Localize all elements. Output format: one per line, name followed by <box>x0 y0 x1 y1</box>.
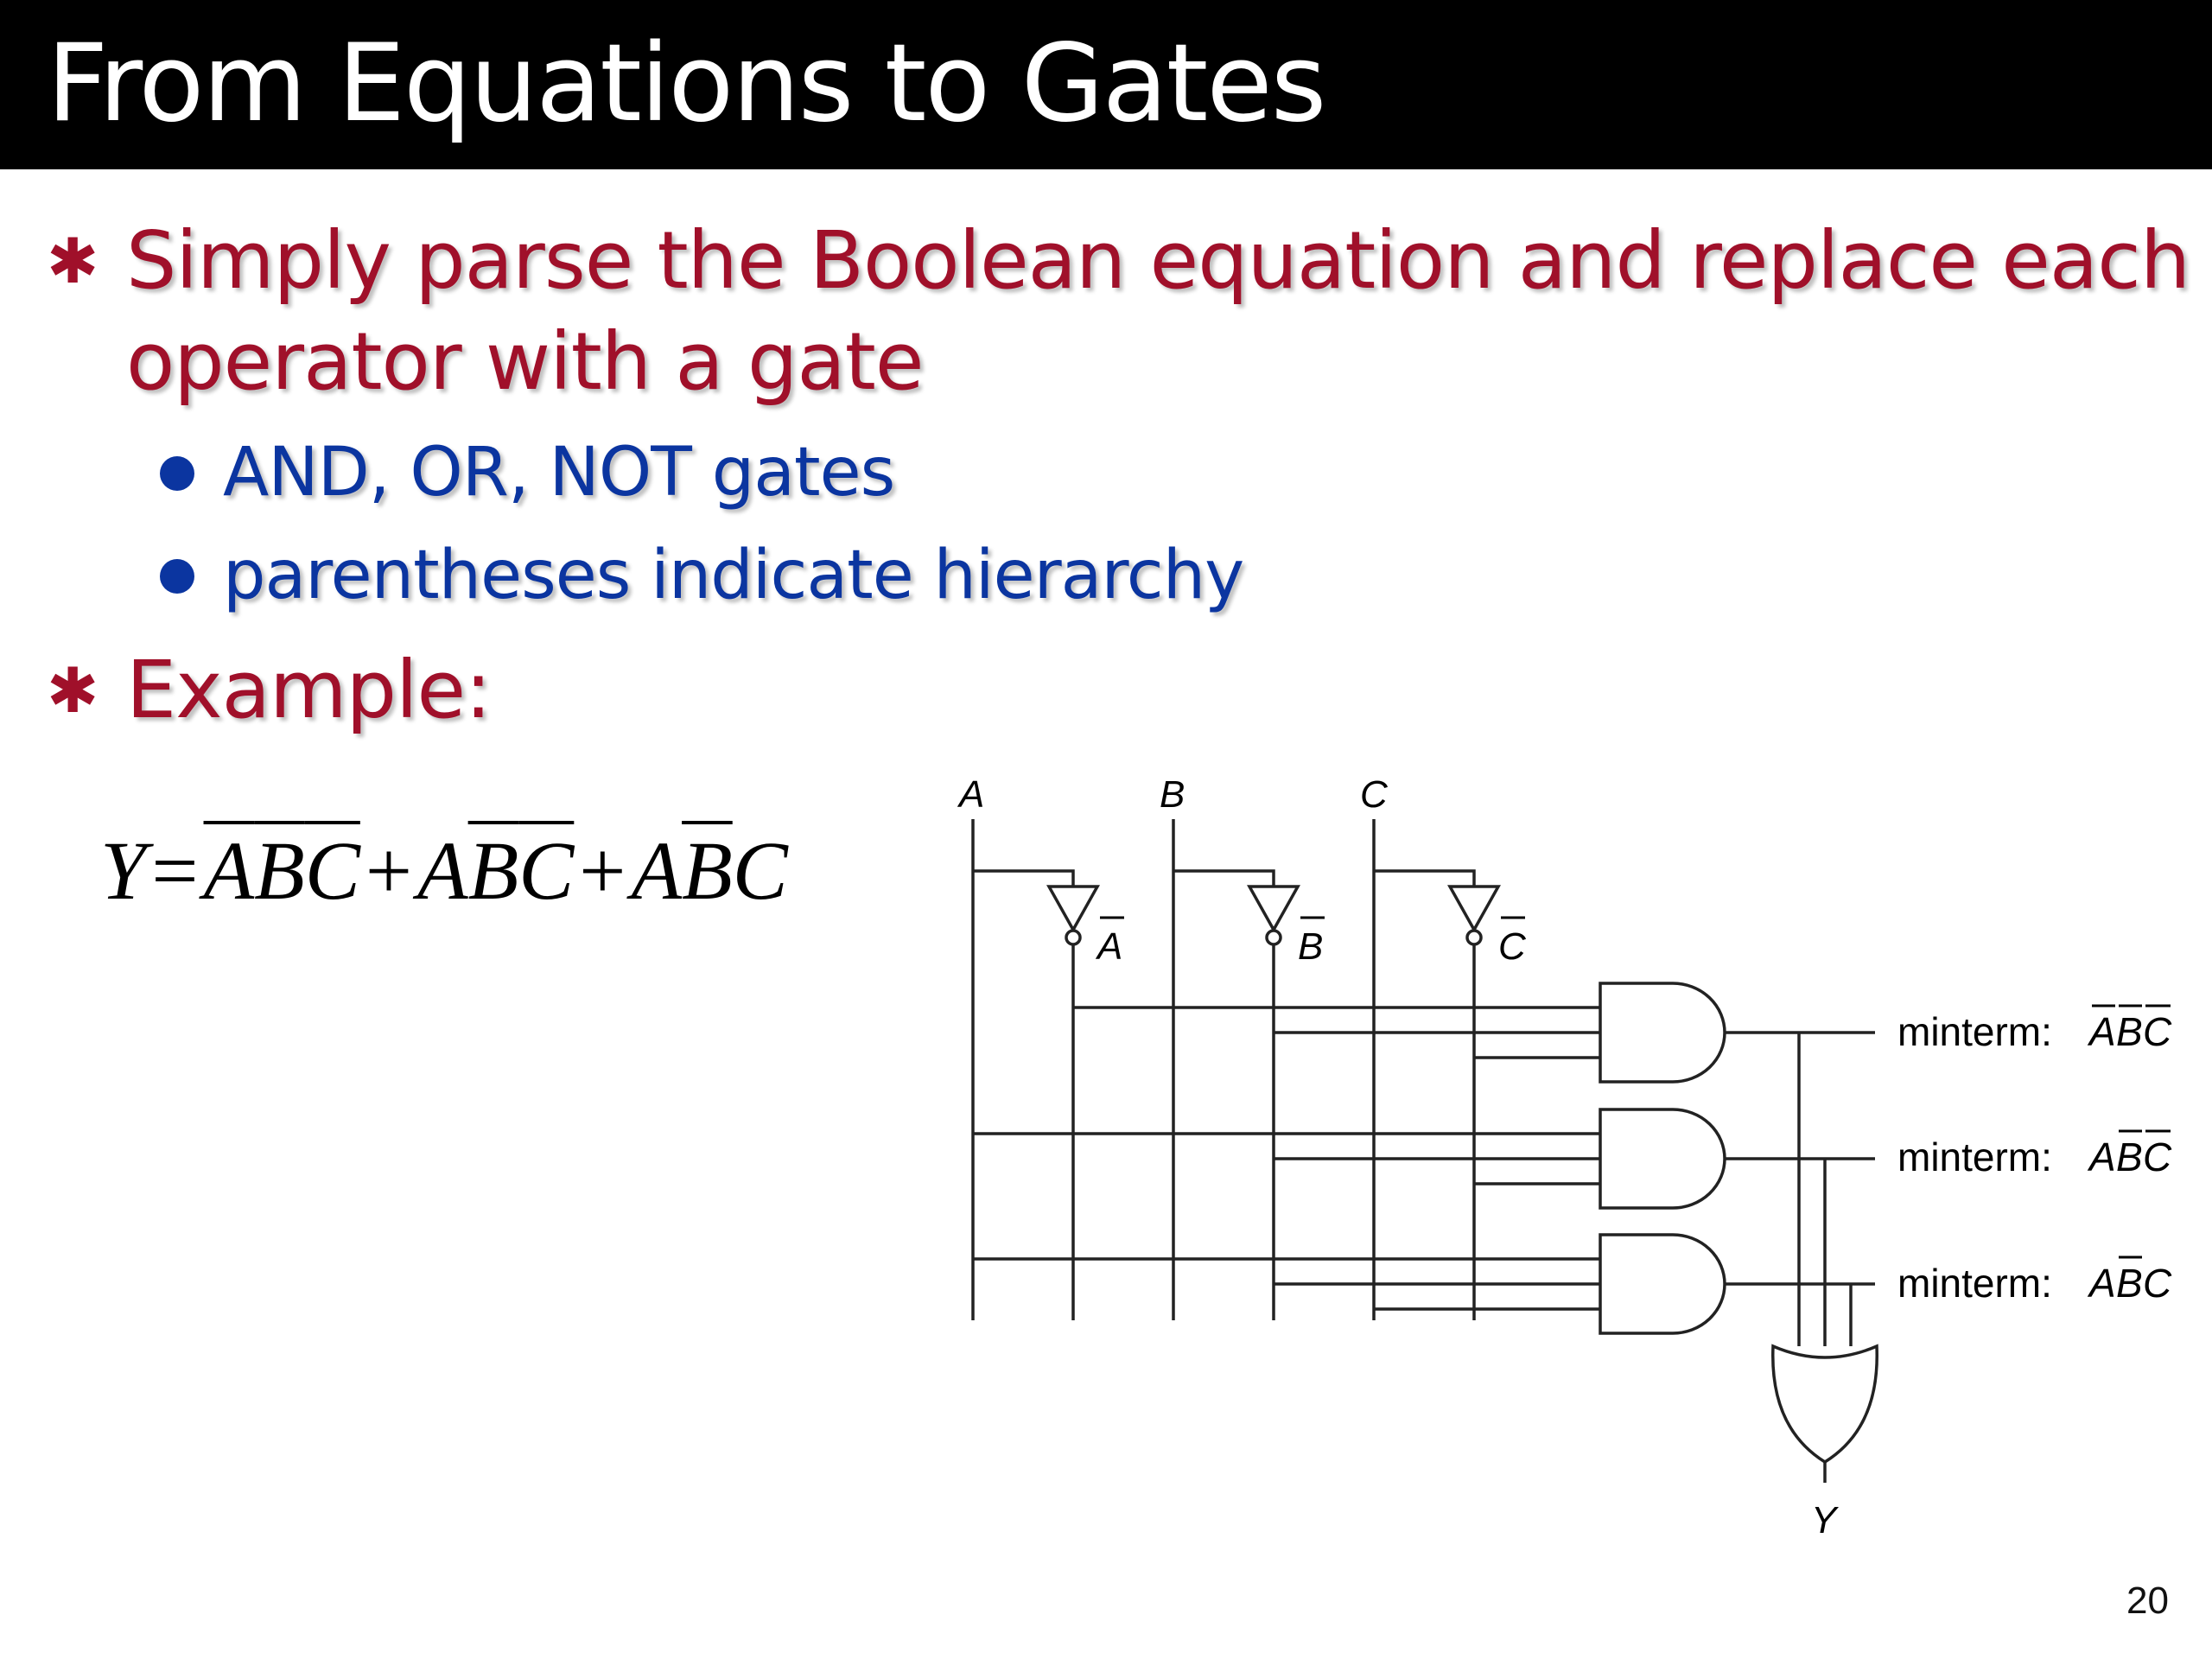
svg-text:minterm:: minterm: <box>1897 1261 2052 1306</box>
page-number: 20 <box>2126 1580 2169 1622</box>
and-gate-3 <box>1599 1233 1726 1335</box>
equation-plus: + <box>579 824 626 917</box>
label-a-bar: A <box>1095 916 1124 968</box>
minterm-variable: B <box>2116 1009 2143 1054</box>
circuit-wires <box>971 819 1875 1483</box>
equation-variable: A <box>631 824 683 917</box>
label-input-a: A <box>957 773 984 816</box>
equation-variable: A <box>416 824 468 917</box>
wire-tap-c <box>1374 869 1476 887</box>
svg-text:minterm:: minterm: <box>1897 1135 2052 1179</box>
svg-text:A: A <box>1095 925 1122 968</box>
label-input-b: B <box>1160 773 1185 816</box>
svg-text:B: B <box>1298 925 1323 968</box>
equation-term-1: ABC <box>204 824 360 917</box>
label-input-c: C <box>1360 773 1389 816</box>
equation-term-2: ABC <box>417 824 574 917</box>
svg-text:minterm:: minterm: <box>1897 1009 2052 1054</box>
equation-variable: C <box>732 824 788 917</box>
equation-variable: C <box>304 824 360 917</box>
label-c-bar: C <box>1498 916 1527 968</box>
not-gate-a <box>1046 885 1100 933</box>
equation-variable: B <box>682 824 733 917</box>
label-b-bar: B <box>1298 916 1325 968</box>
not-gate-b <box>1247 885 1300 933</box>
minterm-variable: C <box>2143 1009 2172 1054</box>
equation-variable: B <box>254 824 305 917</box>
bullet-main-1-line-1: Simply parse the Boolean equation and re… <box>126 214 2190 307</box>
minterm-variable: B <box>2116 1135 2143 1179</box>
bullet-star-icon: ✱ <box>47 654 99 727</box>
wire-tap-a <box>973 869 1075 887</box>
equation-equals: = <box>151 824 199 917</box>
title-bar: From Equations to Gates <box>0 0 2212 169</box>
not-gate-b-bubble <box>1265 929 1282 946</box>
not-gate-a-bubble <box>1065 929 1082 946</box>
svg-text:C: C <box>1498 925 1527 968</box>
equation-lhs: Y <box>100 824 147 917</box>
minterm-variable: B <box>2116 1261 2143 1306</box>
bullet-main-1-line-2: operator with a gate <box>126 315 924 408</box>
or-gate <box>1771 1344 1878 1465</box>
and-gates <box>1599 982 1726 1335</box>
equation-plus: + <box>365 824 412 917</box>
not-gates <box>1046 885 1501 946</box>
slide-title: From Equations to Gates <box>47 22 1326 146</box>
not-gate-c <box>1447 885 1501 933</box>
bullet-sub-2: parentheses indicate hierarchy <box>223 537 1244 614</box>
equation-term-3: ABC <box>631 824 787 917</box>
and-gate-1 <box>1599 982 1726 1084</box>
bullet-star-icon: ✱ <box>47 225 99 297</box>
minterm-variable: C <box>2143 1261 2172 1306</box>
bullet-dot-icon <box>160 559 194 594</box>
bullet-sub-1: AND, OR, NOT gates <box>223 434 895 512</box>
minterm-variable: C <box>2143 1135 2172 1179</box>
bullet-main-2: Example: <box>126 644 492 736</box>
and-gate-2 <box>1599 1108 1726 1210</box>
equation-variable: B <box>467 824 519 917</box>
wire-tap-b <box>1173 869 1275 887</box>
boolean-equation: Y=ABC+ABC+ABC <box>100 819 788 923</box>
minterm-variable: A <box>2087 1261 2116 1306</box>
not-gate-c-bubble <box>1465 929 1483 946</box>
minterm-variable: A <box>2087 1135 2116 1179</box>
bullet-dot-icon <box>160 456 194 491</box>
equation-variable: A <box>203 824 255 917</box>
equation-variable: C <box>518 824 575 917</box>
minterm-variable: A <box>2087 1009 2116 1054</box>
label-output-y: Y <box>1811 1499 1839 1541</box>
